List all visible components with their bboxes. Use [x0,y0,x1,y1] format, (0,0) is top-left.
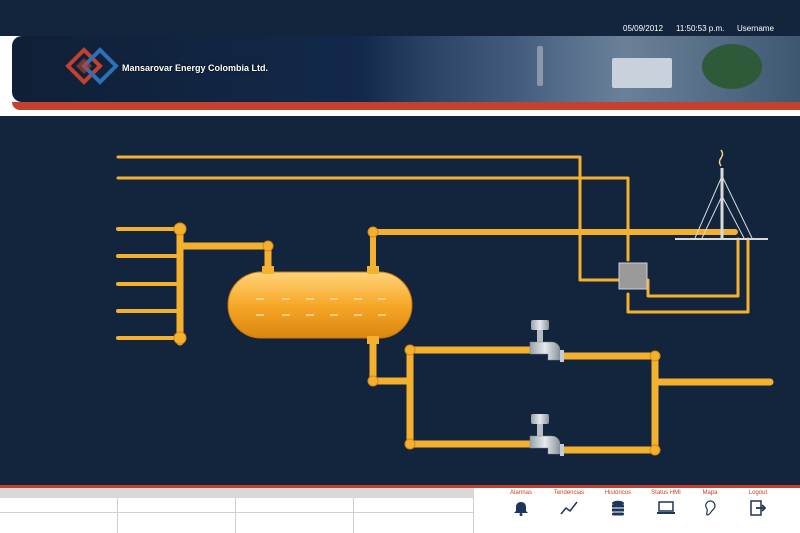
gas-outlet-pipe [370,229,738,274]
nav-mapa-button[interactable]: Mapa [687,488,733,530]
nav-logout-label: Logout [748,490,768,496]
inlet-lines [116,227,182,340]
nav-tendencias-label: Tendencias [553,490,585,496]
company-logo-icon [65,47,119,85]
nav-mapa-label: Mapa [702,490,718,496]
database-icon [612,500,624,516]
nav-status-hmi-label: Status HMI [651,490,681,496]
control-return-1 [646,237,740,298]
separator-vessel[interactable] [227,266,413,344]
process-schematic [116,149,774,456]
photo-tower [537,46,543,86]
company-name: Mansarovar Energy Colombia Ltd. [122,63,269,73]
header-accent-stripe [12,102,800,110]
nav-status-hmi-button[interactable]: Status HMI [643,488,689,530]
nav-tendencias-button[interactable]: Tendencias [546,488,592,530]
header-divider [0,110,800,116]
bypass-loop [406,346,549,448]
trend-chart-icon [560,501,578,515]
liquid-outlet-pipe [369,334,414,385]
logout-icon [750,500,766,516]
header-banner: Mansarovar Energy Colombia Ltd. [12,36,800,102]
photo-trees [702,44,762,89]
status-bar: 05/09/2012 11:50:53 p.m. Username [0,0,800,36]
nav-alarmas-button[interactable]: Alarmas [498,488,544,530]
nav-alarmas-label: Alarmas [509,490,532,496]
photo-tank [612,58,672,88]
date-display: 05/09/2012 [623,24,664,33]
bell-icon [514,502,528,516]
nav-historicos-button[interactable]: Históricos [595,488,641,530]
control-valve-upper[interactable] [529,320,564,362]
footer-grid [0,498,474,533]
control-valve-box[interactable] [618,262,648,290]
control-return-2 [626,237,750,314]
time-display: 11:50:53 p.m. [676,24,725,33]
nav-historicos-label: Históricos [604,490,632,496]
separator-inlet-pipe [176,242,272,275]
process-diagram [0,116,800,485]
pipe-fittings [173,222,661,456]
nav-logout-button[interactable]: Logout [735,488,781,530]
control-valve-lower[interactable] [529,414,564,456]
loop-return [556,352,659,454]
flare-stack[interactable] [675,149,768,240]
username-display[interactable]: Username [737,24,774,33]
footer-accent-line [0,485,800,488]
footer-status-strip [0,488,474,498]
monitor-icon [657,501,675,514]
footer: Alarmas Tendencias Históricos Status HMI [0,485,800,533]
gas-line-1 [116,155,622,282]
map-icon [704,500,716,516]
